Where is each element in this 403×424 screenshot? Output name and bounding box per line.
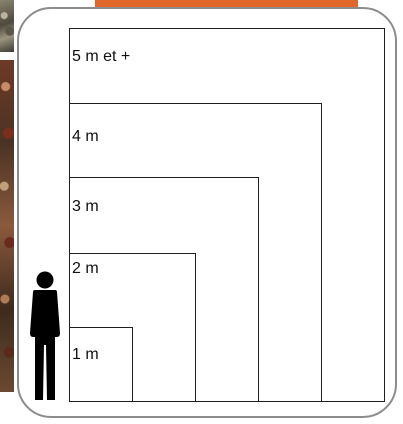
size-box-1m: 1 m: [69, 327, 133, 401]
size-label-5m: 5 m et +: [72, 49, 130, 65]
size-label-2m: 2 m: [72, 261, 99, 277]
size-label-4m: 4 m: [72, 129, 99, 145]
size-label-1m: 1 m: [72, 347, 99, 363]
background-photo-bottom: [0, 60, 14, 392]
size-label-3m: 3 m: [72, 199, 99, 215]
standing-person-icon: [25, 271, 65, 401]
background-photo-top: [0, 0, 14, 52]
ground-line: [69, 401, 385, 402]
